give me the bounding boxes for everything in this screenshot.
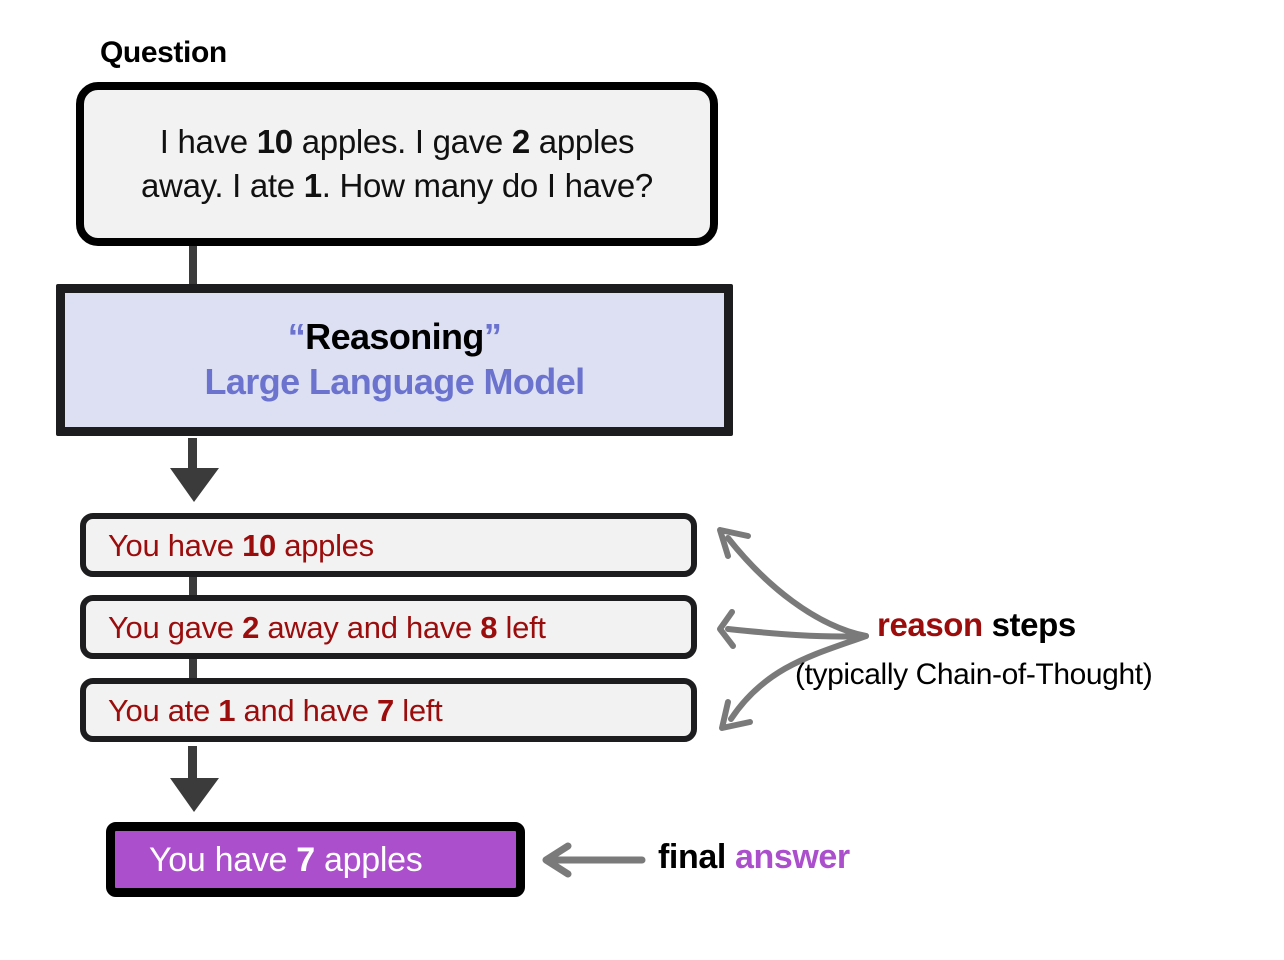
step2-num2: 8 [480,609,498,645]
quote-open: “ [287,315,306,357]
connector-question-to-model [189,246,197,286]
step2-num: 2 [242,609,260,645]
reason-step-3: You ate 1 and have 7 left [80,678,697,742]
answer-pre: You have [149,840,297,879]
step2-mid: away and have [259,609,481,645]
question-line1-mid: apples. I gave [292,123,512,161]
reason-step-3-text: You ate 1 and have 7 left [108,692,443,728]
question-line2-pre: away. I ate [141,167,304,204]
question-line1-pre: I have [159,123,257,161]
answer-num: 7 [296,840,315,879]
question-line2-post: . How many do I have? [321,167,654,204]
final-answer-text: You have 7 apples [149,840,423,879]
answer-post: apples [314,840,423,879]
reason-steps-label: reason steps [877,608,1076,641]
step2-pre: You gave [108,609,243,645]
reason-step-1: You have 10 apples [80,513,697,577]
reason-keyword: reason [877,606,983,643]
final-answer-box: You have 7 apples [106,822,525,897]
question-text: I have 10 apples. I gave 2 apples away. … [127,120,667,207]
step1-pre: You have [108,527,243,563]
question-number-2: 2 [511,123,530,161]
arrow-steps-to-answer [158,746,230,818]
model-title: “Reasoning” [287,315,502,357]
final-answer-label: final answer [658,840,850,874]
arrow-model-to-steps [158,438,230,506]
reason-steps-subtitle: (typically Chain-of-Thought) [795,658,1153,691]
model-subtitle: Large Language Model [204,360,585,402]
step3-pre: You ate [108,692,219,728]
step3-mid: and have [235,692,377,728]
reason-steps-arrows [706,516,906,746]
reasoning-model-box: “Reasoning” Large Language Model [56,284,733,436]
step3-post: left [393,692,443,728]
page-title: Question [100,36,227,69]
answer-word: answer [734,838,850,876]
reason-step-2: You gave 2 away and have 8 left [80,595,697,659]
connector-step1-to-step2 [189,575,197,599]
connector-step2-to-step3 [189,657,197,681]
question-box: I have 10 apples. I gave 2 apples away. … [76,82,718,246]
question-number-10: 10 [256,123,293,161]
arrow-to-final-answer [542,840,646,880]
step3-num2: 7 [376,692,394,728]
step1-num: 10 [242,527,276,563]
step3-num: 1 [218,692,236,728]
final-word: final [658,838,735,876]
quote-close: ” [483,315,502,357]
model-title-text: Reasoning [305,315,484,357]
reason-step-1-text: You have 10 apples [108,530,374,561]
step1-post: apples [275,527,374,563]
reason-step-2-text: You gave 2 away and have 8 left [108,612,546,643]
question-number-1: 1 [303,167,322,204]
reason-rest: steps [982,606,1077,643]
question-line1-post: apples [529,123,635,161]
step2-post: left [497,609,546,645]
